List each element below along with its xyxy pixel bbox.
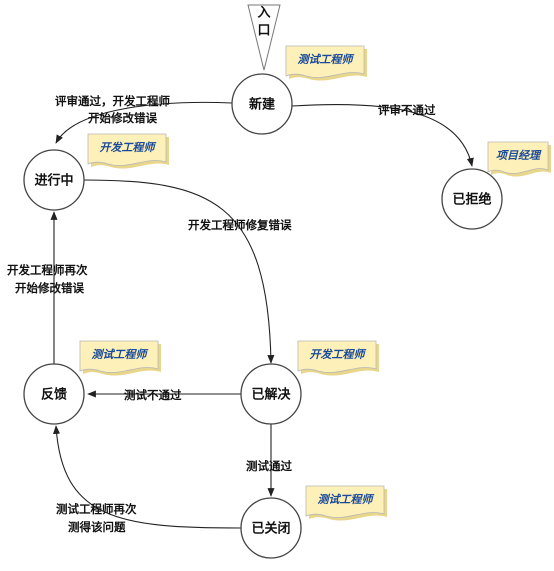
edges: [50, 101, 474, 529]
node-closed: 已关闭: [240, 497, 302, 559]
node-closed-label: 已关闭: [251, 521, 290, 537]
role-note-feedback-text: 测试工程师: [92, 348, 149, 361]
role-note-rejected-text: 项目经理: [496, 149, 542, 162]
node-new-label: 新建: [249, 97, 275, 113]
edge-dev-fixed: [82, 179, 275, 364]
entry-marker: 入 口: [247, 4, 281, 71]
edge-label-restart-line1: 开发工程师再次: [7, 263, 88, 277]
edge-label-retest-line2: 测得该问题: [68, 520, 126, 534]
edge-label-restart-line2: 开始修改错误: [15, 281, 84, 295]
role-note-resolved: 开发工程师: [297, 340, 379, 376]
entry-label-line1: 入: [257, 6, 270, 21]
node-rejected: 已拒绝: [441, 168, 503, 230]
node-new: 新建: [231, 73, 293, 135]
edge-label-test-fail: 测试不通过: [124, 388, 182, 402]
edge-label-dev-fixed: 开发工程师修复错误: [188, 218, 292, 232]
node-feedback-label: 反馈: [41, 387, 67, 403]
role-note-resolved-text: 开发工程师: [310, 348, 367, 361]
node-rejected-label: 已拒绝: [452, 192, 491, 208]
role-note-feedback: 测试工程师: [79, 340, 161, 376]
edge-label-review-pass-line1: 评审通过，开发工程师: [55, 94, 170, 108]
edge-retest: [52, 425, 242, 529]
role-note-closed: 测试工程师: [305, 485, 387, 521]
edge-label-retest-line1: 测试工程师再次: [56, 502, 137, 516]
role-note-new: 测试工程师: [285, 45, 367, 81]
node-resolved: 已解决: [240, 363, 302, 425]
edge-label-review-pass-line2: 开始修改错误: [88, 111, 157, 125]
role-note-closed-text: 测试工程师: [318, 493, 375, 506]
node-in-progress-label: 进行中: [34, 173, 73, 189]
role-note-in-progress-text: 开发工程师: [100, 141, 157, 154]
edge-review-pass: [55, 101, 233, 144]
entry-label-line2: 口: [257, 24, 270, 39]
node-in-progress: 进行中: [23, 149, 85, 211]
node-resolved-label: 已解决: [251, 387, 291, 403]
role-note-in-progress: 开发工程师: [87, 133, 169, 169]
edge-label-review-fail: 评审不通过: [378, 103, 436, 117]
node-feedback: 反馈: [23, 363, 85, 425]
role-note-new-text: 测试工程师: [298, 53, 355, 66]
edge-label-test-pass: 测试通过: [246, 459, 292, 473]
edge-review-fail: [291, 103, 474, 167]
role-note-rejected: 项目经理: [487, 141, 551, 177]
